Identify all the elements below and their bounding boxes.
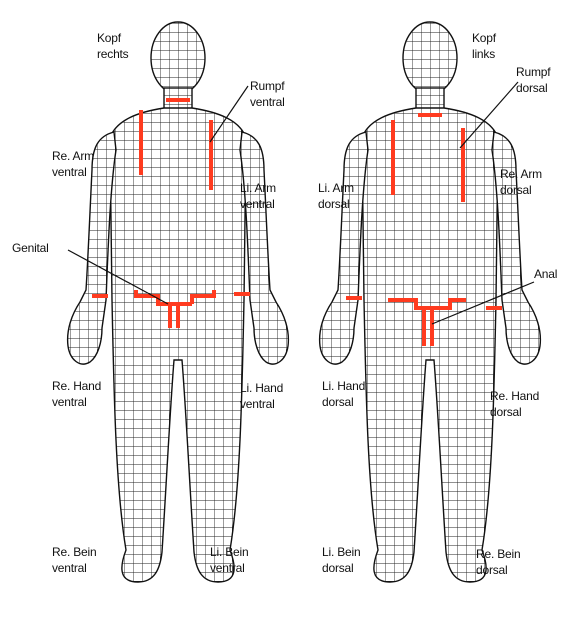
label-line: dorsal bbox=[490, 404, 539, 420]
label-line: Anal bbox=[534, 266, 557, 282]
label-back-anal: Anal bbox=[534, 266, 557, 282]
label-line: dorsal bbox=[322, 560, 360, 576]
label-line: dorsal bbox=[500, 182, 542, 198]
label-line: ventral bbox=[240, 196, 276, 212]
label-line: Rumpf bbox=[250, 78, 285, 94]
label-line: ventral bbox=[52, 164, 94, 180]
label-line: Li. Arm bbox=[318, 180, 354, 196]
label-line: Li. Hand bbox=[322, 378, 365, 394]
label-line: Re. Bein bbox=[476, 546, 520, 562]
label-line: Rumpf bbox=[516, 64, 550, 80]
label-line: Li. Arm bbox=[240, 180, 276, 196]
back-figure bbox=[320, 22, 541, 582]
label-line: Re. Bein bbox=[52, 544, 96, 560]
label-line: links bbox=[472, 46, 496, 62]
label-line: Kopf bbox=[97, 30, 128, 46]
label-line: ventral bbox=[52, 560, 96, 576]
label-line: ventral bbox=[210, 560, 248, 576]
label-line: ventral bbox=[240, 396, 283, 412]
label-line: dorsal bbox=[318, 196, 354, 212]
label-line: Re. Arm bbox=[52, 148, 94, 164]
label-line: Genital bbox=[12, 240, 49, 256]
label-line: Li. Hand bbox=[240, 380, 283, 396]
label-line: Kopf bbox=[472, 30, 496, 46]
label-line: Re. Hand bbox=[52, 378, 101, 394]
label-front-genital: Genital bbox=[12, 240, 49, 256]
label-line: Re. Hand bbox=[490, 388, 539, 404]
label-line: ventral bbox=[52, 394, 101, 410]
label-line: dorsal bbox=[516, 80, 550, 96]
label-line: rechts bbox=[97, 46, 128, 62]
label-line: dorsal bbox=[476, 562, 520, 578]
label-line: dorsal bbox=[322, 394, 365, 410]
label-line: Li. Bein bbox=[322, 544, 360, 560]
label-line: Re. Arm bbox=[500, 166, 542, 182]
label-line: Li. Bein bbox=[210, 544, 248, 560]
label-line: ventral bbox=[250, 94, 285, 110]
